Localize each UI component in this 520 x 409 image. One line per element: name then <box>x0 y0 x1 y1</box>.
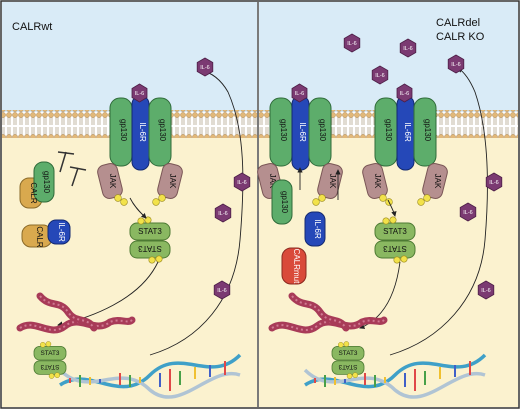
right-il6-free-f: IL-6 <box>459 202 477 222</box>
svg-text:IL-6: IL-6 <box>295 91 304 97</box>
svg-text:IL-6: IL-6 <box>347 41 356 47</box>
svg-text:STAT3: STAT3 <box>339 350 358 357</box>
svg-text:JAK: JAK <box>268 174 277 189</box>
right-il6-free-g: IL-6 <box>477 280 495 300</box>
left-il6-free-c: IL-6 <box>214 203 232 223</box>
right-panel-title-line1: CALRdel <box>436 17 480 29</box>
right-arrow-stat3-to-nucleus <box>359 261 401 329</box>
left-inhibition-symbols <box>57 151 87 187</box>
svg-text:IL-6R: IL-6R <box>403 122 412 142</box>
svg-text:IL-6: IL-6 <box>200 65 209 71</box>
left-gp130-label-a: gp130 <box>119 119 128 142</box>
svg-text:IL-6: IL-6 <box>400 91 409 97</box>
svg-text:IL-6R: IL-6R <box>298 122 307 142</box>
svg-text:IL-6: IL-6 <box>218 211 227 217</box>
right-receptor-complex-b: gp130 IL-6R gp130 IL-6 JAK JAK <box>360 83 450 206</box>
svg-text:IL-6: IL-6 <box>489 180 498 186</box>
left-calr-label-b: CALR <box>35 226 44 248</box>
svg-text:JAK: JAK <box>328 174 337 189</box>
svg-text:gp130: gp130 <box>423 119 432 142</box>
left-il6-free-a: IL-6 <box>196 57 214 77</box>
left-panel-title: CALRwt <box>12 21 52 33</box>
left-gp130-bound-label: gp130 <box>42 171 51 194</box>
left-calr-gp130-complex: CALR gp130 <box>19 161 55 209</box>
right-calr-mutant: CALRmut <box>281 247 307 285</box>
right-stat3-on-dna: STAT3 STAT3 <box>331 341 365 379</box>
svg-text:IL-6: IL-6 <box>451 62 460 68</box>
svg-text:STAT3: STAT3 <box>383 227 407 236</box>
left-il6r-bound-label: IL-6R <box>57 222 66 242</box>
svg-text:gp130: gp130 <box>318 119 327 142</box>
left-il6r-label: IL-6R <box>138 122 147 142</box>
svg-text:IL-6: IL-6 <box>217 288 226 294</box>
right-free-il6r: IL-6R <box>304 211 326 247</box>
right-arrow-jak-to-stat3 <box>387 199 397 217</box>
left-receptor-complex: gp130 IL-6R gp130 IL-6 JAK JAK <box>95 83 185 206</box>
svg-text:STAT3: STAT3 <box>40 363 59 370</box>
svg-text:gp130: gp130 <box>280 191 289 214</box>
svg-text:STAT3: STAT3 <box>338 363 357 370</box>
svg-text:JAK: JAK <box>433 174 442 189</box>
right-free-gp130: gp130 <box>271 179 293 225</box>
right-panel: CALRdel CALR KO gp130 IL-6R gp130 IL-6 J… <box>255 2 518 407</box>
right-il6-free-d: IL-6 <box>447 54 465 74</box>
left-stat3-on-dna: STAT3 STAT3 <box>33 341 67 379</box>
left-jak-label-a: JAK <box>108 174 117 189</box>
svg-text:CALRmut: CALRmut <box>292 249 301 284</box>
right-il6-free-a: IL-6 <box>343 33 361 53</box>
left-jak-label-b: JAK <box>168 174 177 189</box>
svg-text:IL-6: IL-6 <box>237 180 246 186</box>
left-gp130-label-b: gp130 <box>158 119 167 142</box>
svg-text:gp130: gp130 <box>279 119 288 142</box>
svg-text:IL-6R: IL-6R <box>313 219 322 239</box>
svg-text:IL-6: IL-6 <box>463 210 472 216</box>
svg-text:JAK: JAK <box>373 174 382 189</box>
left-calr-label-a: CALR <box>29 182 38 204</box>
left-panel: CALRwt gp130 IL-6R gp130 IL-6 JAK JAK CA… <box>2 2 257 407</box>
right-panel-title-line2: CALR KO <box>436 31 485 43</box>
left-il6-free-b: IL-6 <box>233 172 251 192</box>
right-il6-free-e: IL-6 <box>485 172 503 192</box>
svg-text:IL-6: IL-6 <box>375 73 384 79</box>
left-il6-bound-label: IL-6 <box>135 91 144 97</box>
right-stat3-dimer: STAT3 STAT3 <box>374 216 416 264</box>
svg-text:STAT3: STAT3 <box>383 244 407 253</box>
left-calr-il6r-complex: CALR IL-6R <box>21 219 71 248</box>
left-arrow-jak-to-stat3 <box>129 197 147 219</box>
right-il6-free-c: IL-6 <box>399 38 417 58</box>
left-stat3-label-a: STAT3 <box>138 227 162 236</box>
right-il6-free-b: IL-6 <box>371 65 389 85</box>
left-stat3-dimer: STAT3 STAT3 <box>129 216 171 264</box>
left-stat3-label-b: STAT3 <box>138 244 162 253</box>
svg-text:IL-6: IL-6 <box>403 46 412 52</box>
svg-text:STAT3: STAT3 <box>41 350 60 357</box>
left-il6-free-d: IL-6 <box>213 280 231 300</box>
left-extracellular-space <box>2 2 257 112</box>
svg-text:IL-6: IL-6 <box>481 288 490 294</box>
right-receptor-complex-a: gp130 IL-6R gp130 IL-6 JAK JAK <box>255 83 345 206</box>
svg-text:gp130: gp130 <box>384 119 393 142</box>
